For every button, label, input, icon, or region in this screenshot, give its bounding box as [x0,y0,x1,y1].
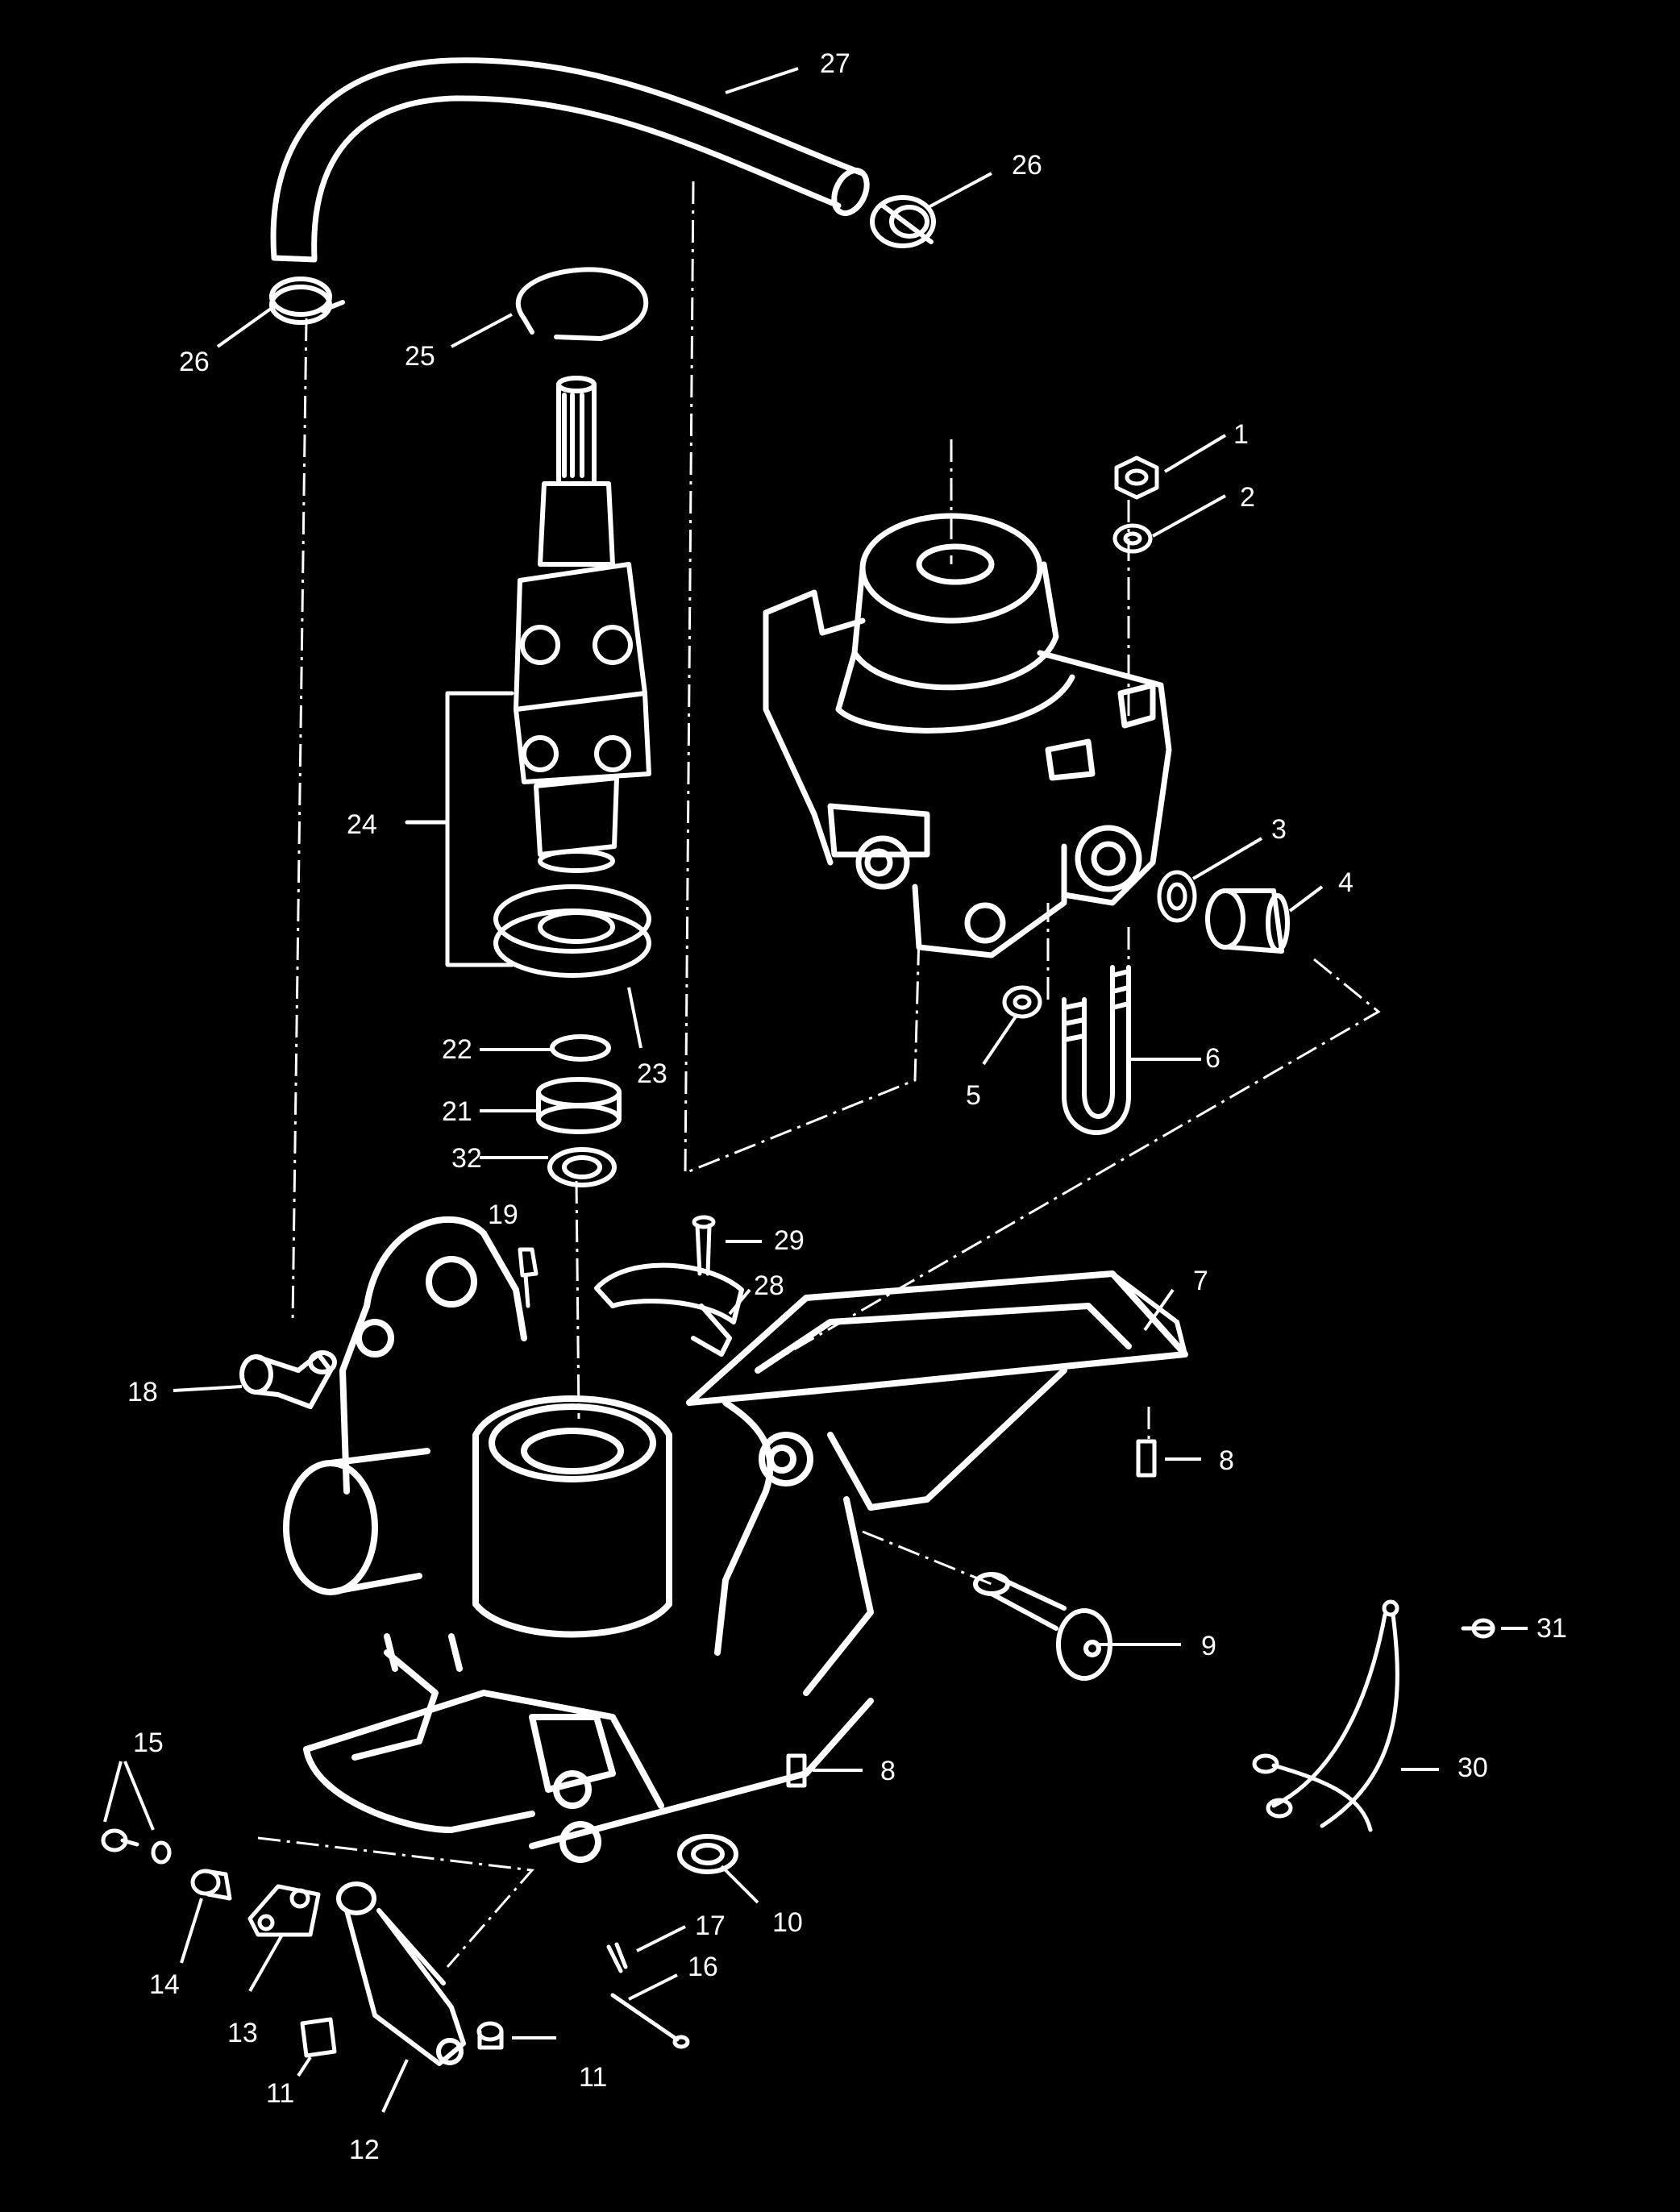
part-4-pivot-pin [1205,888,1290,954]
part-3-washer [1157,870,1197,923]
part-31-screw [1461,1618,1495,1639]
part-16-pin [610,1993,690,2049]
part-19-grease-fitting [518,1247,539,1308]
callout-17: 17 [695,1911,726,1941]
part-15-screw-washer [101,1828,172,1865]
part-28-clamp [594,1262,744,1357]
part-24-universal-joint-shaft [514,376,651,873]
callout-32: 32 [451,1143,482,1174]
callout-16: 16 [688,1952,718,1982]
part-17-cotter-pin [606,1942,628,1973]
callout-7: 7 [1193,1266,1208,1296]
centerlines [257,181,1381,1968]
callout-3: 3 [1271,814,1287,845]
callout-8-lower: 8 [880,1756,896,1786]
swivel-bracket-housing [283,1216,1188,1863]
part-8-pin-upper [1136,1439,1157,1478]
part-10-bushing [677,1834,738,1874]
part-26-hose-clamp-lower [269,276,345,325]
callout-4: 4 [1338,867,1354,898]
part-11-bushing-left [300,2017,337,2058]
callout-2: 2 [1240,482,1255,513]
bracket-24 [405,691,514,967]
callout-30: 30 [1458,1753,1488,1783]
part-1-nut [1114,455,1159,500]
part-32-seal [547,1147,617,1187]
part-26-hose-clamp-upper [870,195,936,248]
part-6-u-bolt [1062,965,1131,1135]
part-14-bushing [190,1869,232,1901]
callout-31: 31 [1537,1613,1567,1644]
callout-19: 19 [488,1200,518,1230]
callout-26-lower: 26 [179,347,210,377]
part-29-screw [692,1215,716,1276]
callout-5: 5 [966,1080,981,1111]
callout-23: 23 [637,1058,667,1089]
callout-13: 13 [227,2018,258,2048]
leader-lines [103,67,1528,2113]
part-7-arm [1110,1271,1187,1357]
callout-29: 29 [774,1225,805,1256]
callout-22: 22 [442,1034,472,1065]
callout-12: 12 [349,2135,380,2165]
part-18-elbow-fitting [239,1350,337,1409]
callout-11-left: 11 [266,2078,295,2109]
part-12-lever [336,1881,466,2066]
callout-10: 10 [772,1907,803,1938]
callout-1: 1 [1233,419,1249,450]
callout-18: 18 [127,1377,158,1407]
part-8-pin-lower [786,1753,807,1788]
callout-9: 9 [1201,1631,1216,1661]
callout-25: 25 [405,341,435,372]
part-21-bushing [536,1077,622,1134]
callout-14: 14 [149,1969,180,2000]
callout-28: 28 [754,1270,784,1301]
callout-15: 15 [133,1728,164,1758]
part-23-bearing [493,884,651,978]
callout-11-right: 11 [579,2062,608,2093]
part-11-bushing-right [476,2021,504,2050]
callout-8-upper: 8 [1219,1445,1234,1476]
callout-21: 21 [442,1096,472,1127]
callout-26-upper: 26 [1012,150,1042,181]
callout-27: 27 [820,48,850,79]
part-25-snap-ring [515,267,648,341]
callout-6: 6 [1205,1043,1220,1074]
part-13-bracket [247,1884,321,1937]
part-2-washer [1112,523,1153,554]
gimbal-housing [763,513,1172,958]
callout-24: 24 [347,809,377,840]
part-30-ground-wire [1252,1599,1399,1832]
part-27-hose [270,57,870,263]
part-5-washer [1002,985,1042,1019]
